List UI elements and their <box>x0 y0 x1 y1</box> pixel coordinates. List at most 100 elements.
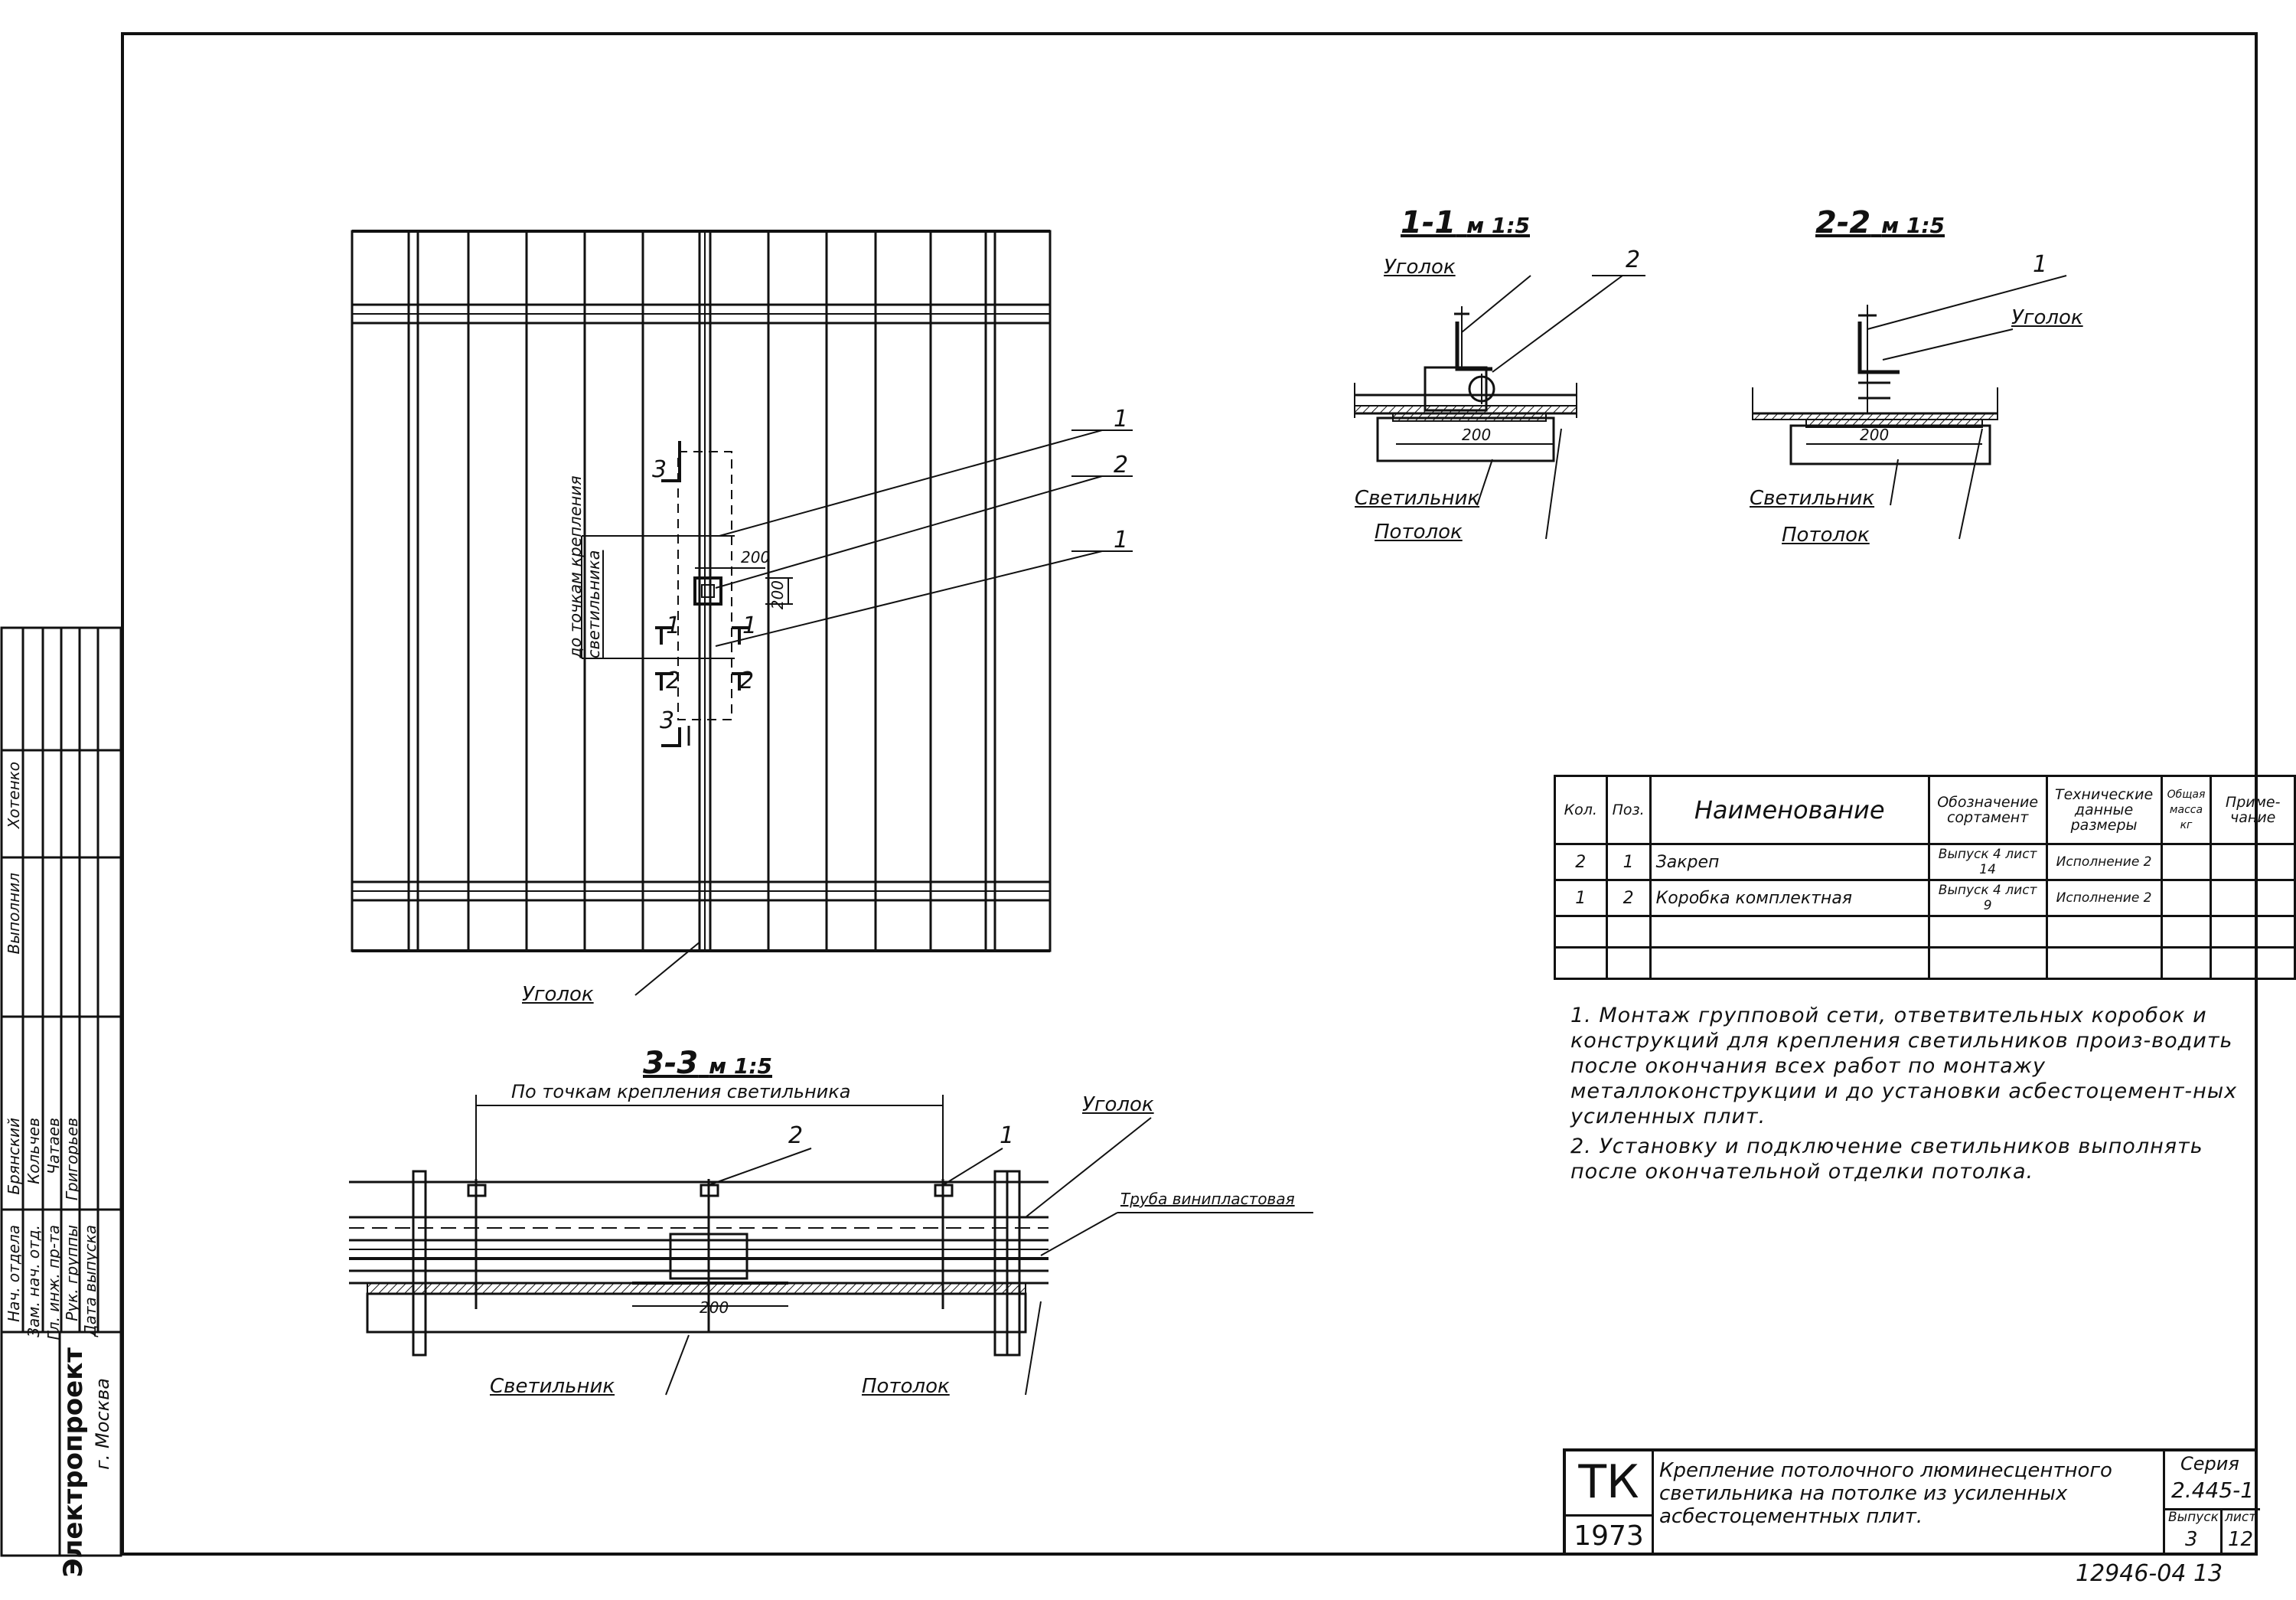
cell <box>2210 915 2296 949</box>
cell <box>2160 843 2213 881</box>
table-row: 2 1 Закреп Выпуск 4 лист 14 Исполнение 2 <box>1554 843 2296 881</box>
plan-callout-1-bottom: 1 <box>1114 527 1129 553</box>
side-vypolnil-label: Выполнил <box>5 873 23 955</box>
section-1-1-potolok: Потолок <box>1375 521 1463 544</box>
note-2: 2. Установку и подключение светильников … <box>1570 1135 2203 1184</box>
section-3-3-ugolok: Уголок <box>1082 1093 1154 1116</box>
spec-col-poz: Поз. <box>1605 775 1652 845</box>
cell: 2 <box>1605 879 1652 917</box>
plan-dim-200-v: 200 <box>768 580 787 610</box>
cell <box>2045 915 2163 949</box>
section-3-3-potolok: Потолок <box>862 1375 950 1398</box>
cell <box>2160 915 2213 949</box>
section-3-3-truba: Труба винипластовая <box>1120 1190 1295 1208</box>
table-row <box>1554 915 2296 949</box>
section-1-1-svetilnik: Светильник <box>1355 487 1480 510</box>
cell <box>2160 946 2213 980</box>
side-role-0: Нач. отдела <box>5 1225 23 1322</box>
table-row <box>1554 946 2296 980</box>
cell: 1 <box>1554 879 1608 917</box>
side-role-3: Рук. группы <box>63 1225 81 1321</box>
section-mark-3-top: 3 <box>652 456 667 483</box>
section-1-1-scale: м 1:5 <box>1466 213 1530 238</box>
cell: 2 <box>1554 843 1608 881</box>
sheet-corner-number: 12946-04 13 <box>2076 1560 2223 1587</box>
section-mark-3-bottom: 3 <box>660 707 675 734</box>
stamp-series-label: Серия <box>2180 1453 2239 1474</box>
cell <box>2045 946 2163 980</box>
section-3-3-dim: 200 <box>700 1298 729 1317</box>
stamp-code: ТК <box>1578 1455 1639 1509</box>
section-1-1-title: 1-1 м 1:5 <box>1401 205 1530 240</box>
cell: Исполнение 2 <box>2045 843 2163 881</box>
cell <box>1649 946 1930 980</box>
section-3-3-svetilnik: Светильник <box>490 1375 615 1398</box>
side-role-2: Гл. инж. пр-та <box>44 1225 63 1340</box>
side-role-4: Дата выпуска <box>81 1225 99 1337</box>
section-1-1-view <box>1354 275 1645 540</box>
plan-callout-2: 2 <box>1114 452 1129 478</box>
cell <box>1554 946 1608 980</box>
cell <box>1605 946 1652 980</box>
section-mark-2-right: 2 <box>739 668 755 694</box>
section-2-2-view <box>1752 275 2067 540</box>
side-name-1: Кольчев <box>24 1118 43 1184</box>
cell: Коробка комплектная <box>1649 879 1930 917</box>
section-3-3-view <box>349 1095 1313 1396</box>
cell: Выпуск 4 лист 14 <box>1927 843 2048 881</box>
cell: 1 <box>1605 843 1652 881</box>
specification-table: Кол. Поз. Наименование Обозначение сорта… <box>1554 775 2296 980</box>
section-3-3-scale: м 1:5 <box>709 1053 772 1079</box>
cell: Выпуск 4 лист 9 <box>1927 879 2048 917</box>
side-name-0: Брянский <box>5 1118 23 1195</box>
cell <box>1605 915 1652 949</box>
side-org: Электропроект <box>58 1347 89 1578</box>
side-name-3: Григорьев <box>63 1118 81 1201</box>
section-2-2-title: 2-2 м 1:5 <box>1815 205 1945 240</box>
section-2-2-ugolok: Уголок <box>2011 306 2083 329</box>
cell <box>2210 879 2296 917</box>
title-stamp: ТК 1973 Крепление потолочного люминесцен… <box>1563 1448 2260 1556</box>
stamp-list-label: лист <box>2225 1510 2257 1525</box>
side-title-block-lines <box>0 626 122 1557</box>
section-2-2-dim: 200 <box>1860 426 1890 444</box>
section-1-1-ugolok: Уголок <box>1384 256 1456 279</box>
section-2-2-scale: м 1:5 <box>1881 213 1945 238</box>
side-name-2: Чатаев <box>44 1118 63 1174</box>
section-3-3-callout-2: 2 <box>788 1122 804 1149</box>
section-2-2-callout: 1 <box>2033 251 2048 278</box>
spec-col-tech: Технические данные размеры <box>2045 775 2163 845</box>
section-2-2-svetilnik: Светильник <box>1750 487 1875 510</box>
section-2-2-potolok: Потолок <box>1782 524 1870 547</box>
stamp-series-value: 2.445-1 <box>2171 1478 2255 1503</box>
stamp-vypusk-value: 3 <box>2185 1528 2198 1551</box>
cell: Закреп <box>1649 843 1930 881</box>
plan-dim-200-h: 200 <box>741 548 771 567</box>
cell <box>2210 843 2296 881</box>
section-1-1-callout: 2 <box>1626 247 1641 273</box>
section-mark-1-right: 1 <box>742 612 758 639</box>
section-3-3-title: 3-3 м 1:5 <box>643 1046 772 1081</box>
section-mark-2-left: 2 <box>666 668 681 694</box>
cell <box>1649 915 1930 949</box>
spec-header-row: Кол. Поз. Наименование Обозначение сорта… <box>1554 775 2296 845</box>
spec-col-name: Наименование <box>1649 775 1930 845</box>
plan-view <box>351 230 1133 996</box>
section-1-1-number: 1-1 <box>1401 205 1456 240</box>
stamp-code-box: ТК 1973 <box>1566 1451 1654 1556</box>
cell: Исполнение 2 <box>2045 879 2163 917</box>
spec-col-oboznachenie: Обозначение сортамент <box>1927 775 2048 845</box>
table-row: 1 2 Коробка комплектная Выпуск 4 лист 9 … <box>1554 879 2296 917</box>
side-role-1: Зам. нач. отд. <box>24 1225 43 1337</box>
stamp-series-box: Серия 2.445-1 Выпуск 3 лист 12 <box>2163 1451 2260 1556</box>
cell <box>1927 946 2048 980</box>
stamp-description: Крепление потолочного люминесцентного св… <box>1659 1459 2112 1528</box>
spec-col-massa: Общая масса кг <box>2160 775 2213 845</box>
plan-callout-1-top: 1 <box>1114 406 1129 433</box>
stamp-list-value: 12 <box>2228 1528 2254 1551</box>
cell <box>2210 946 2296 980</box>
plan-label-ugolok: Уголок <box>522 983 594 1006</box>
stamp-year: 1973 <box>1566 1514 1652 1556</box>
plan-dim-tochki: до точкам крепления светильника <box>566 475 603 658</box>
